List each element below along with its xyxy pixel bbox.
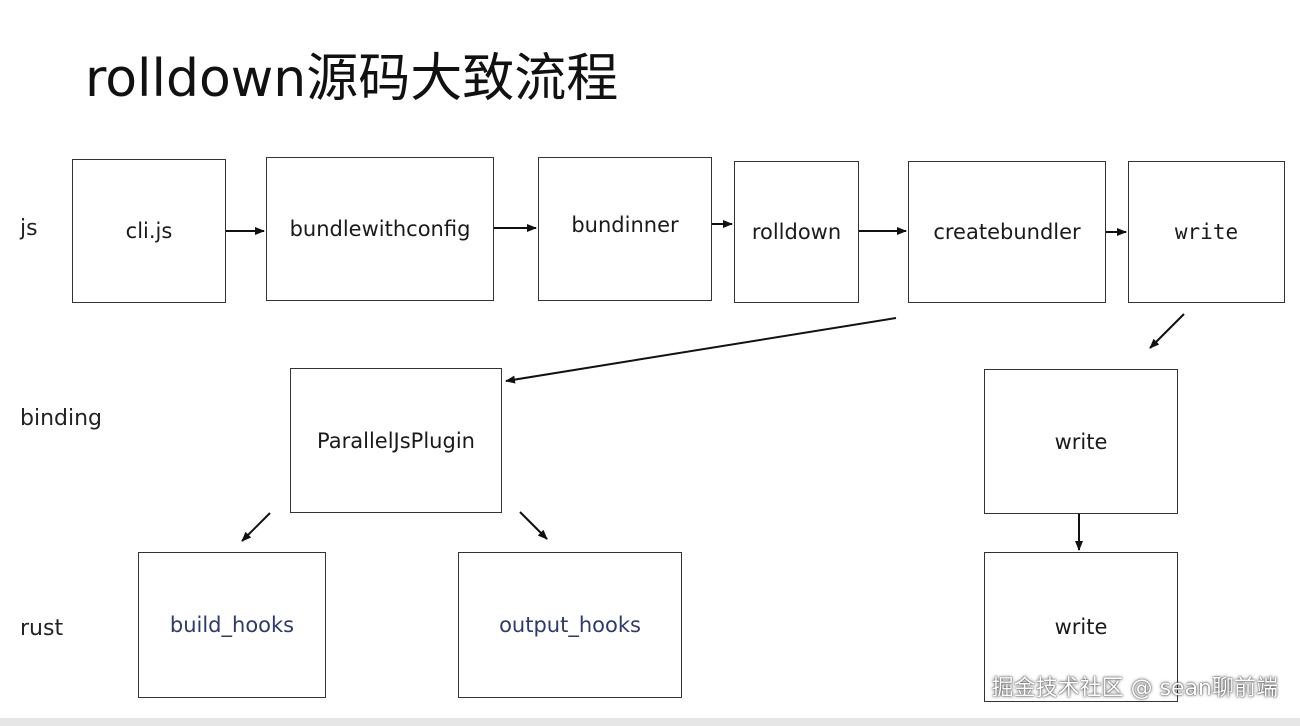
edge-paralleljsplugin-to-output-hooks — [519, 511, 548, 540]
watermark: 掘金技术社区 @ sean聊前端 — [991, 676, 1278, 701]
edge-createbundler-to-paralleljsplugin — [505, 317, 897, 384]
node-label: ParallelJsPlugin — [317, 428, 475, 453]
row-label-rust: rust — [20, 616, 64, 641]
row-label-js: js — [20, 216, 38, 241]
node-output-hooks: output_hooks — [458, 552, 682, 698]
node-bundinner: bundinner — [538, 157, 712, 301]
node-bundlewithconfig: bundlewithconfig — [266, 157, 494, 301]
node-label: createbundler — [933, 220, 1081, 244]
node-write-js: write — [1128, 161, 1285, 303]
node-label: bundlewithconfig — [289, 217, 471, 241]
row-label-binding: binding — [20, 406, 103, 431]
node-label: rolldown — [751, 220, 842, 244]
edge-write-to-write-binding — [1149, 313, 1185, 349]
page-title: rolldown源码大致流程 — [85, 49, 619, 109]
node-label: build_hooks — [169, 613, 295, 637]
node-createbundler: createbundler — [908, 161, 1106, 303]
node-build-hooks: build_hooks — [138, 552, 326, 698]
edge-paralleljsplugin-to-build-hooks — [241, 512, 271, 542]
node-paralleljsplugin: ParallelJsPlugin — [290, 368, 502, 513]
node-label: cli.js — [125, 219, 173, 243]
node-label: write — [1054, 429, 1108, 454]
node-write-rust: write — [984, 552, 1178, 702]
node-label: write — [1054, 615, 1108, 639]
node-rolldown: rolldown — [734, 161, 859, 303]
node-label: output_hooks — [499, 613, 641, 637]
node-cli-js: cli.js — [72, 159, 226, 303]
bottom-strip — [0, 718, 1300, 726]
node-label: bundinner — [571, 213, 679, 237]
node-label: write — [1174, 220, 1239, 244]
node-write-binding: write — [984, 369, 1178, 514]
